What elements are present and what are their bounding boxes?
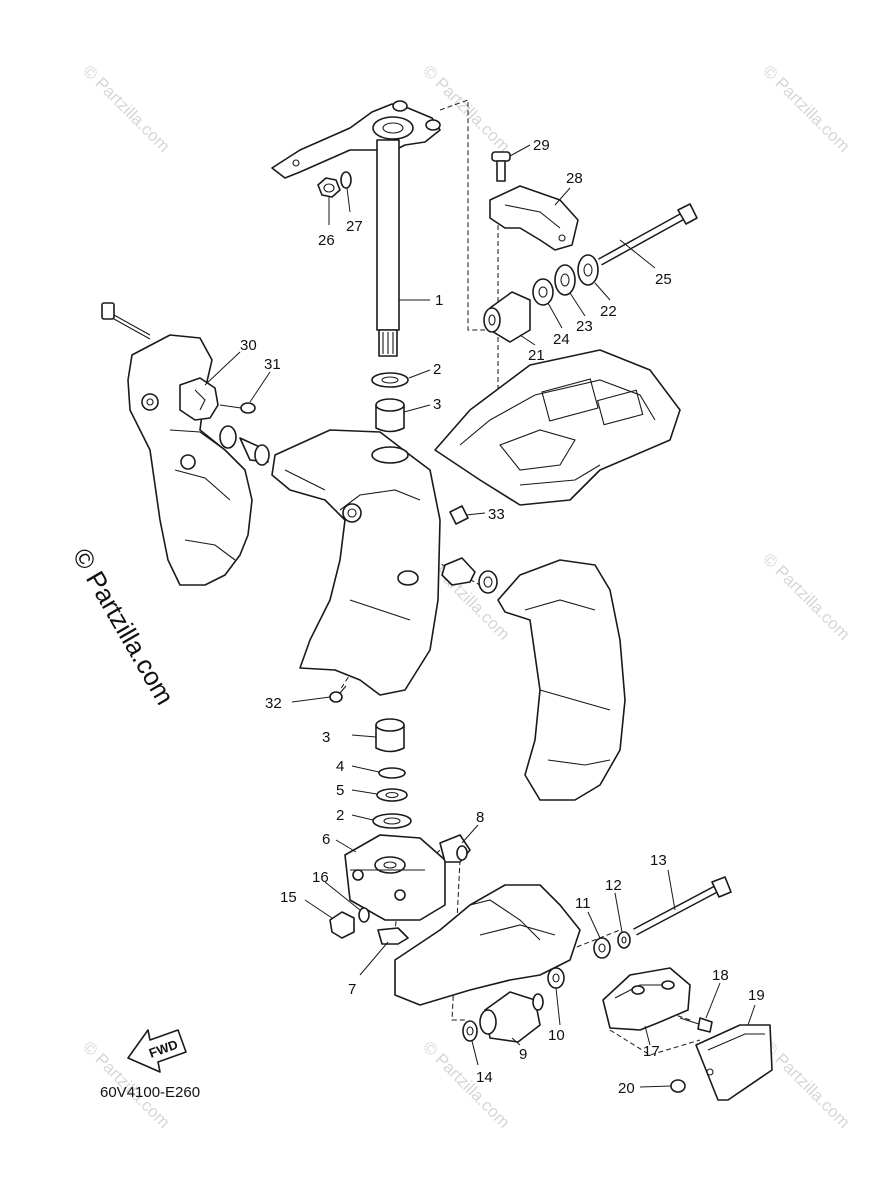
callout-14: 14 (476, 1069, 493, 1086)
callout-2-upper: 2 (433, 361, 441, 378)
trim-sensor-lead (101, 302, 151, 340)
clip-7 (377, 927, 409, 945)
callout-22: 22 (600, 303, 617, 320)
callout-29: 29 (533, 137, 550, 154)
screw-31 (219, 402, 256, 414)
bushing-3-upper (375, 398, 405, 433)
callout-3-lower: 3 (322, 729, 330, 746)
washer-10 (547, 967, 565, 989)
washer-23 (554, 264, 576, 296)
bolt-13 (633, 876, 732, 936)
washer-12 (617, 931, 631, 949)
cover-19 (695, 1024, 773, 1101)
watermark-top-right: © Partzilla.com (759, 61, 853, 155)
callout-15: 15 (280, 889, 297, 906)
callout-10: 10 (548, 1027, 565, 1044)
screw-32 (329, 685, 347, 703)
screw-20 (670, 1079, 686, 1093)
callout-27: 27 (346, 218, 363, 235)
callout-26: 26 (318, 232, 335, 249)
clamp-bracket-left (127, 334, 253, 586)
callout-11: 11 (575, 895, 591, 912)
callout-numbers: 1 2 3 3 4 5 2 6 7 8 9 10 11 12 13 14 15 … (240, 137, 765, 1097)
callout-9: 9 (519, 1046, 527, 1063)
washer-11 (593, 937, 611, 959)
mount-bracket-28 (489, 185, 579, 251)
watermark-bottom-center: © Partzilla.com (419, 1037, 513, 1131)
nut-26 (317, 177, 341, 198)
washer-22 (577, 254, 599, 286)
washer-24 (532, 278, 554, 306)
washer-16 (358, 907, 370, 923)
bolt-25 (598, 203, 698, 266)
tilt-bushing-right (441, 557, 498, 594)
callout-16: 16 (312, 869, 329, 886)
bolt-29 (491, 151, 511, 182)
callout-30: 30 (240, 337, 257, 354)
callout-3-upper: 3 (433, 396, 441, 413)
washer-27 (340, 171, 352, 189)
callout-19: 19 (748, 987, 765, 1004)
callout-28: 28 (566, 170, 583, 187)
o-ring-4 (378, 767, 406, 779)
tilt-bushing-left (219, 425, 270, 466)
watermark-bottom-right: © Partzilla.com (759, 1037, 853, 1131)
washer-5 (376, 788, 408, 802)
upper-mount-plate (434, 349, 681, 506)
mount-bracket-17 (602, 967, 691, 1031)
callout-23: 23 (576, 318, 593, 335)
callout-33: 33 (488, 506, 505, 523)
washer-14 (462, 1020, 478, 1042)
callout-32: 32 (265, 695, 282, 712)
bolt-18 (679, 1017, 713, 1033)
bushing-3-lower (375, 718, 405, 753)
watermark-top-center: © Partzilla.com (419, 61, 513, 155)
callout-5: 5 (336, 782, 344, 799)
callout-8: 8 (476, 809, 484, 826)
watermark-vertical: © Partzilla.com (67, 543, 181, 710)
fwd-arrow-icon: FWD (127, 1029, 187, 1073)
callout-18: 18 (712, 967, 729, 984)
clamp-bracket-right (497, 559, 626, 801)
steering-arm-shaft (271, 100, 441, 357)
diagram-code: 60V4100-E260 (100, 1084, 200, 1101)
nut-15 (329, 911, 355, 939)
trim-sensor-30 (179, 377, 219, 421)
callout-6: 6 (322, 831, 330, 848)
callout-17: 17 (643, 1043, 660, 1060)
watermark-top-left: © Partzilla.com (79, 61, 173, 155)
callout-13: 13 (650, 852, 667, 869)
callout-20: 20 (618, 1080, 635, 1097)
rubber-mount-21 (483, 291, 531, 343)
callout-4: 4 (336, 758, 344, 775)
rubber-mount-9 (479, 991, 544, 1043)
washer-2-lower (372, 813, 412, 829)
lower-mount-housing-6 (344, 834, 446, 921)
callout-1: 1 (435, 292, 443, 309)
lower-bracket (394, 884, 581, 1006)
callout-24: 24 (553, 331, 570, 348)
callout-7: 7 (348, 981, 356, 998)
callout-12: 12 (605, 877, 622, 894)
washer-2-upper (371, 372, 409, 388)
callout-2-lower: 2 (336, 807, 344, 824)
swivel-bracket (271, 429, 441, 696)
callout-21: 21 (528, 347, 545, 364)
leader-lines (204, 144, 756, 1088)
callout-25: 25 (655, 271, 672, 288)
clip-33 (449, 505, 469, 525)
callout-31: 31 (264, 356, 281, 373)
watermark-mid-right: © Partzilla.com (759, 549, 853, 643)
